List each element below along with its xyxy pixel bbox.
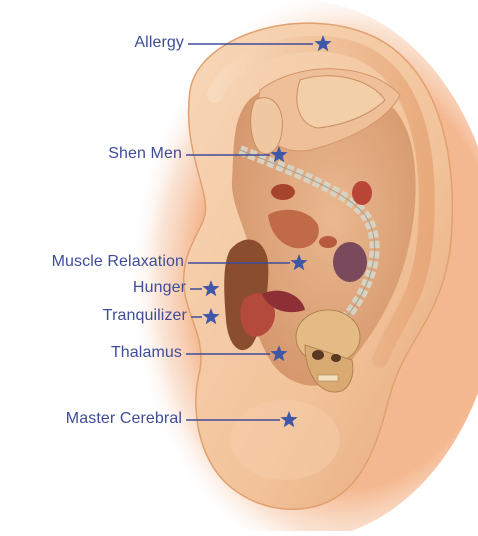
- label-allergy: Allergy: [134, 34, 184, 51]
- organ-heart: [352, 181, 372, 205]
- star-icon-shen-men: [270, 146, 288, 163]
- acupoint-stars: [202, 35, 332, 428]
- organ-lung-lower: [262, 290, 305, 313]
- organ-liver: [319, 236, 337, 248]
- leader-lines: [186, 43, 313, 421]
- label-master-cerebral: Master Cerebral: [65, 410, 182, 427]
- label-shen-men: Shen Men: [108, 145, 182, 162]
- organ-lung: [333, 242, 367, 282]
- hand-shape: [296, 75, 386, 129]
- star-icon-muscle-relaxation: [290, 254, 308, 271]
- star-icon-tranquilizer: [202, 308, 220, 325]
- helix-rim: [207, 35, 435, 368]
- organ-kidney: [271, 184, 295, 200]
- ear-lobe: [230, 400, 340, 480]
- star-icon-master-cerebral: [280, 411, 298, 428]
- label-muscle-relaxation: Muscle Relaxation: [51, 253, 184, 270]
- star-icon-allergy: [314, 35, 332, 52]
- organ-intestine: [268, 209, 319, 249]
- star-icon-thalamus: [270, 345, 288, 362]
- label-hunger: Hunger: [132, 279, 186, 296]
- star-icon-hunger: [202, 280, 220, 297]
- organ-stomach: [240, 293, 276, 337]
- skull: [295, 309, 361, 393]
- foot-shape: [250, 97, 283, 155]
- label-tranquilizer: Tranquilizer: [102, 307, 187, 324]
- label-thalamus: Thalamus: [110, 344, 182, 361]
